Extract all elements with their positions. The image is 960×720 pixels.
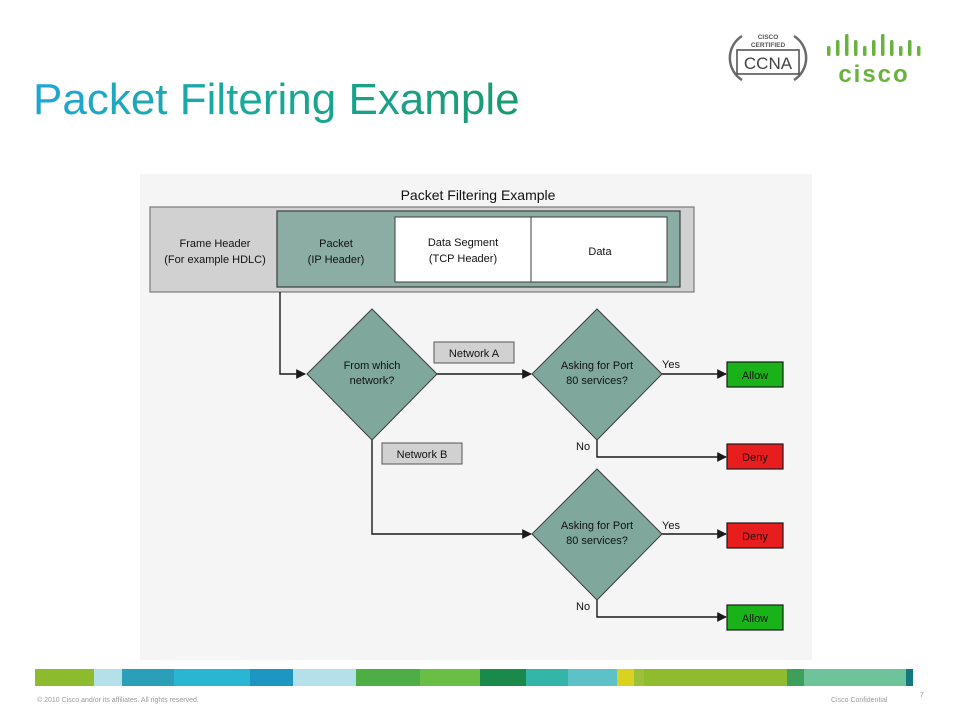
port80-decision-b-line2: 80 services? [566,535,628,547]
frame-header-example: (For example HDLC) [164,254,265,266]
packet-ip-header-label: (IP Header) [308,254,365,266]
footer-bar-segment [35,669,94,686]
data-label: Data [588,246,612,258]
flow-arrow-to-network-decision [279,292,306,379]
footer-bar-segment [804,669,906,686]
data-box [530,216,668,283]
slide-title: Packet Filtering Example [33,72,520,128]
page-number: 7 [920,692,924,699]
footer-color-bar [35,669,924,686]
ccna-text: CCNA [744,54,793,73]
data-segment-label: Data Segment [428,237,498,249]
result-allow-b [726,604,784,631]
diagram-title: Packet Filtering Example [401,187,556,203]
flow-arrow-b-no [596,600,727,622]
network-decision-diamond [306,308,438,441]
yes-label-a: Yes [662,359,680,371]
footer-bar-segment [526,669,568,686]
result-deny-b-label: Deny [742,531,768,543]
network-b-label: Network B [397,449,448,461]
confidential-text: Cisco Confidential [831,697,888,704]
copyright-text: © 2010 Cisco and/or its affiliates. All … [37,697,199,704]
network-a-label: Network A [449,348,500,360]
footer-bar-segment [250,669,293,686]
no-label-a: No [576,441,590,453]
cisco-bridge-icon [827,34,921,56]
flow-arrow-a-no [596,440,727,462]
footer-bar-segment [634,669,644,686]
network-b-label-box [381,442,463,465]
packet-label: Packet [319,238,353,250]
yes-label-b: Yes [662,520,680,532]
footer-bar-segment [174,669,250,686]
result-deny-a [726,443,784,470]
footer-bar-segment [787,669,804,686]
footer-bar-segment [94,669,122,686]
footer-bar-segment [356,669,420,686]
ccna-certified-badge: CISCO CERTIFIED CCNA [728,34,808,82]
port80-decision-b-line1: Asking for Port [561,520,633,532]
no-label-b: No [576,601,590,613]
ccna-certified-text: CERTIFIED [751,42,786,49]
footer-bar-segment [568,669,617,686]
data-segment-box [394,216,532,283]
result-allow-b-label: Allow [742,613,768,625]
tcp-header-label: (TCP Header) [429,253,497,265]
network-decision-line2: network? [350,375,395,387]
cisco-wordmark: cisco [838,61,909,86]
ccna-cisco-text: CISCO [758,34,779,41]
result-deny-a-label: Deny [742,452,768,464]
port80-decision-a-line1: Asking for Port [561,360,633,372]
packet-filtering-diagram: Packet Filtering Example Frame Header (F… [140,174,812,660]
footer-bar-segment [293,669,356,686]
port80-decision-b-diamond [531,468,663,601]
flow-arrow-network-b [371,440,532,539]
cisco-logo: cisco [827,34,921,86]
port80-decision-a-line2: 80 services? [566,375,628,387]
footer-bar-segment [480,669,526,686]
footer-bar-segment [617,669,634,686]
footer-bar-segment [906,669,913,686]
footer-bar-segment [122,669,174,686]
result-allow-a [726,361,784,388]
footer-bar-segment [644,669,787,686]
frame-header-label: Frame Header [180,238,251,250]
result-deny-b [726,522,784,549]
result-allow-a-label: Allow [742,370,768,382]
footer-bar-segment [420,669,480,686]
network-decision-line1: From which [344,360,401,372]
port80-decision-a-diamond [531,308,663,441]
network-a-label-box [433,341,515,364]
